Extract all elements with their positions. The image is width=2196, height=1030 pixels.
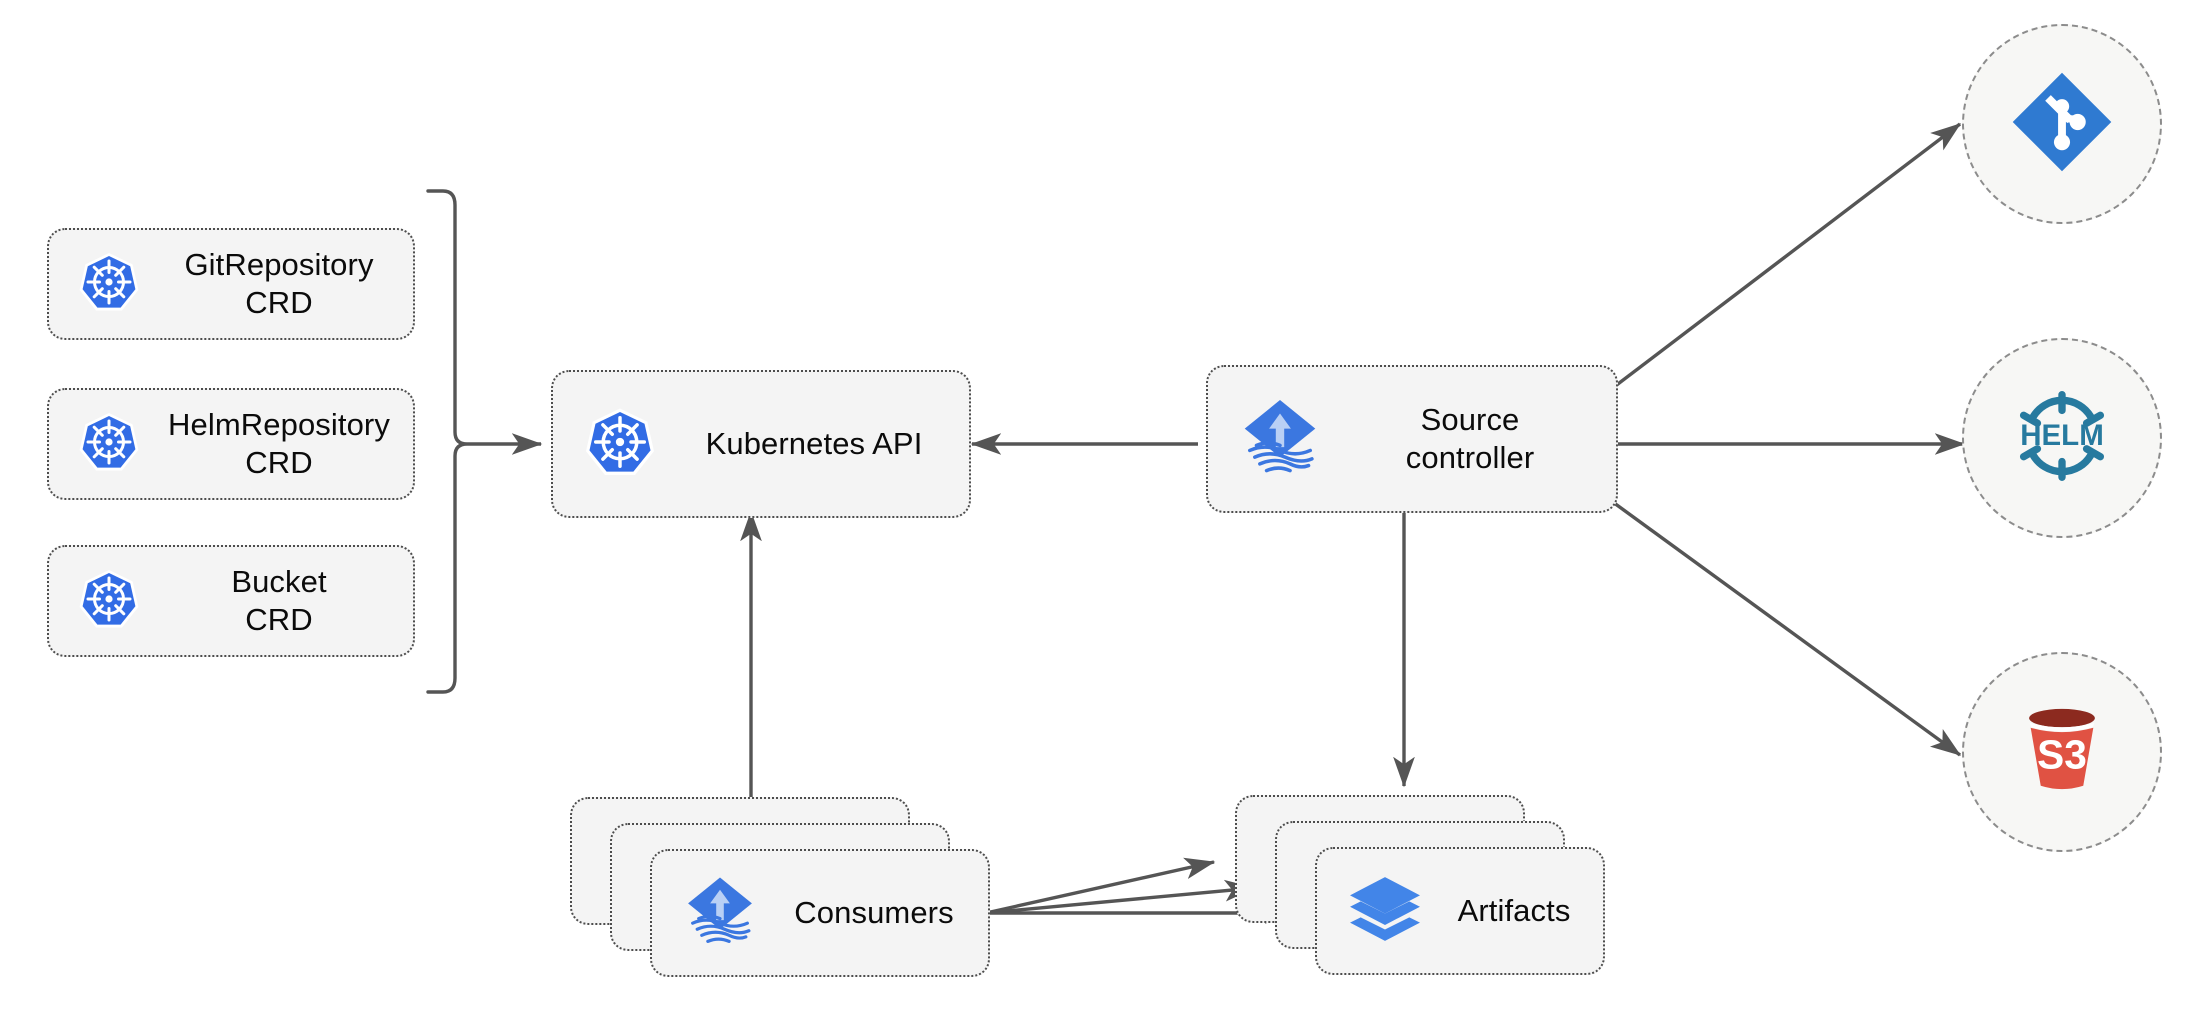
crd-card-label: HelmRepository CRD bbox=[168, 407, 390, 480]
flux-icon bbox=[1238, 395, 1322, 484]
layers-icon bbox=[1347, 871, 1423, 952]
kubernetes-icon bbox=[77, 250, 141, 319]
kubernetes-icon bbox=[583, 405, 657, 484]
flux-icon bbox=[682, 873, 758, 954]
external-git[interactable] bbox=[1962, 24, 2162, 224]
helm-wordmark: HELM bbox=[2020, 418, 2104, 451]
node-label: Source controller bbox=[1405, 402, 1535, 475]
node-kubernetes-api[interactable]: Kubernetes API bbox=[551, 370, 971, 518]
edge-source-controller-to-git bbox=[1608, 122, 1962, 392]
node-source-controller[interactable]: Source controller bbox=[1206, 365, 1618, 513]
node-label: Artifacts bbox=[1457, 893, 1571, 929]
crd-group-bracket bbox=[426, 189, 468, 694]
helm-icon: HELM bbox=[2003, 377, 2121, 500]
edge-consumers-to-artifacts-2 bbox=[985, 879, 1256, 915]
git-icon bbox=[2006, 66, 2118, 183]
consumers-sheet-front[interactable]: Consumers bbox=[650, 849, 990, 977]
crd-card-label: GitRepository CRD bbox=[184, 247, 374, 320]
node-consumers[interactable]: Consumers bbox=[570, 797, 990, 977]
node-artifacts[interactable]: Artifacts bbox=[1235, 795, 1655, 975]
s3-wordmark: S3 bbox=[2037, 731, 2087, 777]
kubernetes-icon bbox=[77, 567, 141, 636]
crd-card-helmrepository[interactable]: HelmRepository CRD bbox=[47, 388, 415, 500]
edge-source-controller-to-s3 bbox=[1608, 498, 1962, 757]
kubernetes-icon bbox=[77, 410, 141, 479]
external-helm[interactable]: HELM bbox=[1962, 338, 2162, 538]
s3-icon: S3 bbox=[2004, 692, 2120, 813]
node-label: Kubernetes API bbox=[705, 426, 923, 462]
edge-consumers-to-artifacts-1 bbox=[985, 857, 1216, 915]
crd-card-gitrepository[interactable]: GitRepository CRD bbox=[47, 228, 415, 340]
node-label: Consumers bbox=[794, 895, 954, 931]
crd-card-bucket[interactable]: Bucket CRD bbox=[47, 545, 415, 657]
crd-card-label: Bucket CRD bbox=[231, 564, 327, 637]
artifacts-sheet-front[interactable]: Artifacts bbox=[1315, 847, 1605, 975]
external-s3[interactable]: S3 bbox=[1962, 652, 2162, 852]
